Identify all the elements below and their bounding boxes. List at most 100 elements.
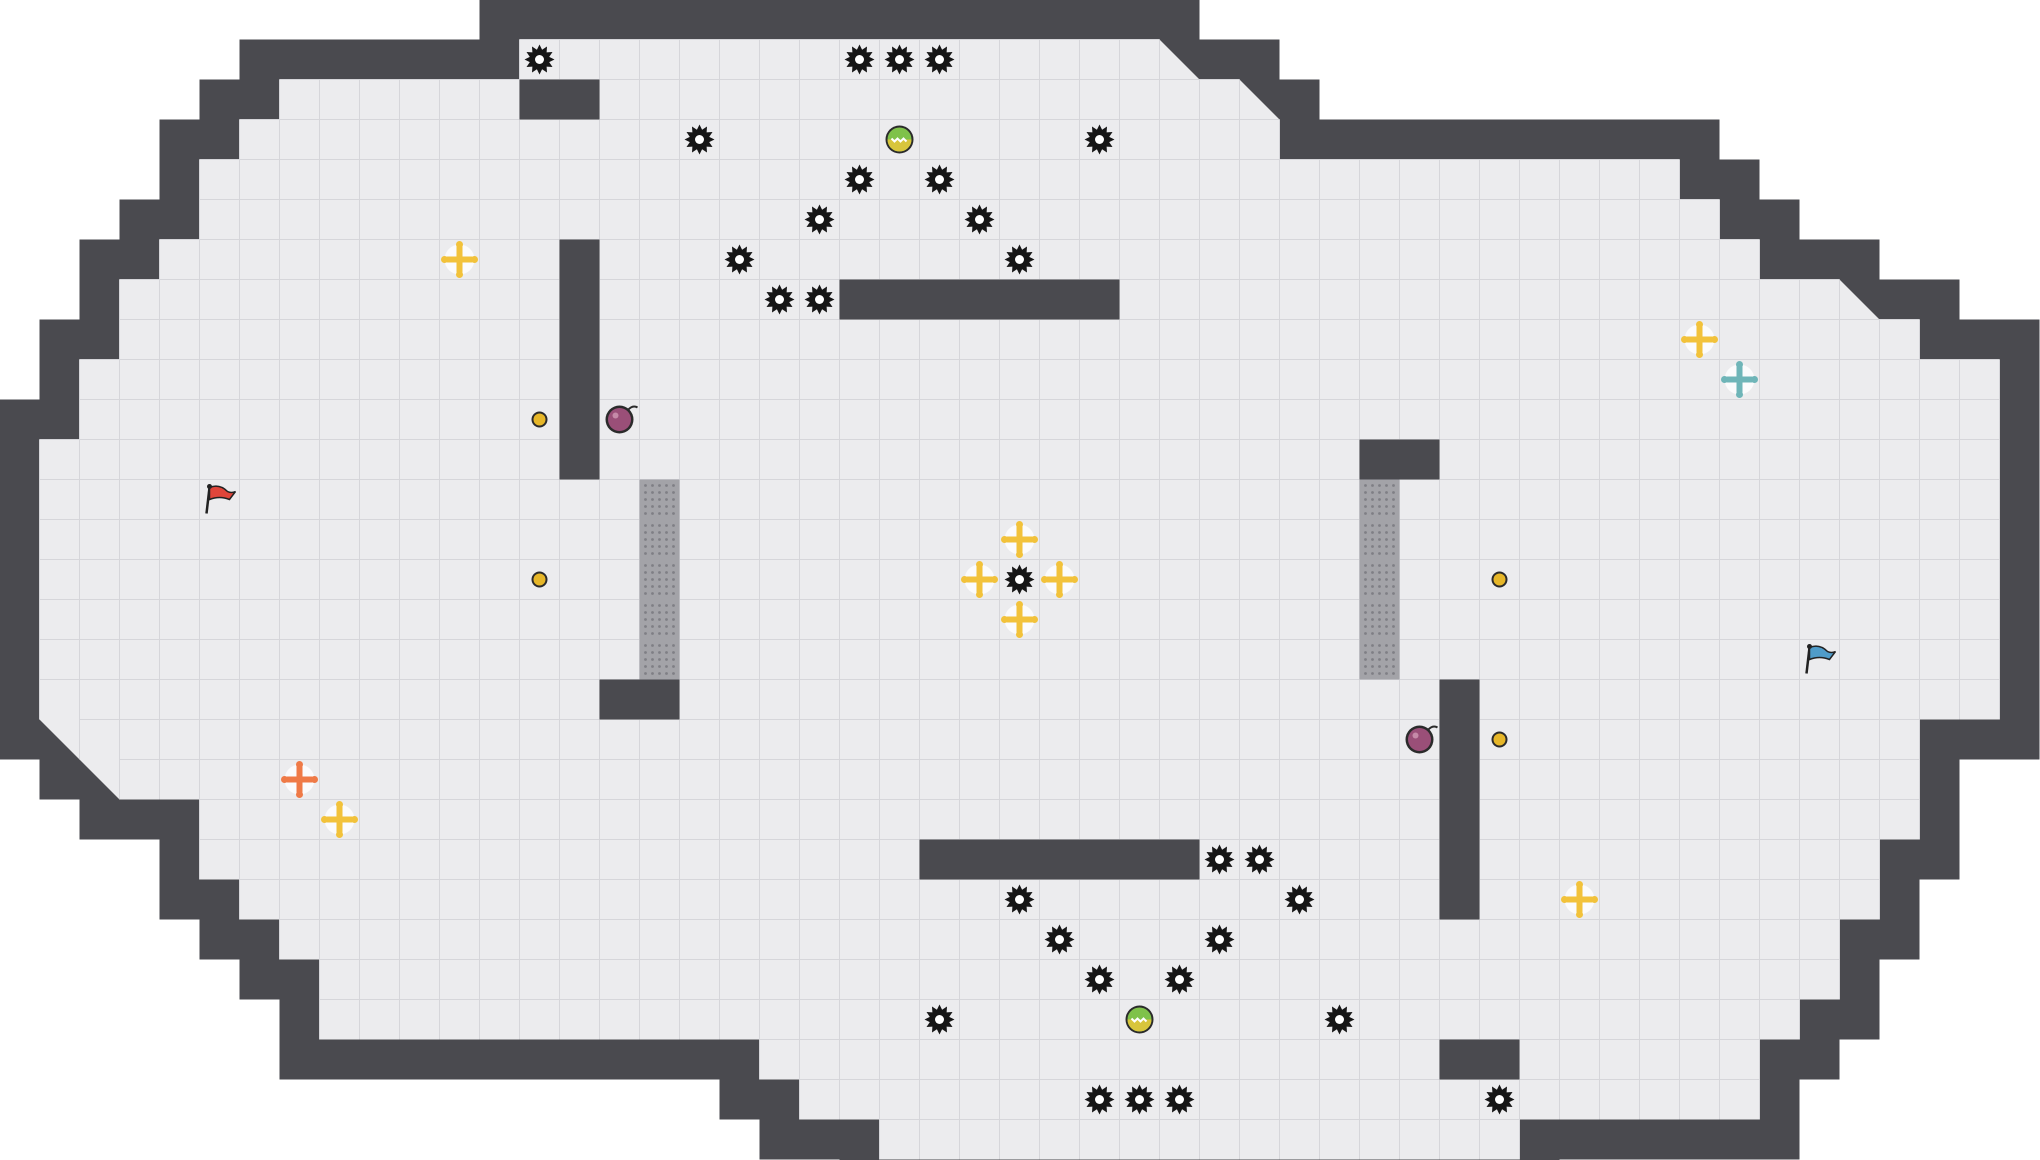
spike-icon <box>1484 1084 1515 1115</box>
spike-icon <box>524 44 555 75</box>
spike-center <box>975 215 984 224</box>
boost-icon <box>1001 521 1038 558</box>
boost-icon <box>1001 601 1038 638</box>
bomb-fuse <box>1426 725 1439 732</box>
gate-dot <box>672 512 675 515</box>
boost-icon <box>321 801 358 838</box>
button-icon <box>531 571 548 588</box>
gate-dot <box>1378 564 1381 567</box>
boost-tip <box>311 776 318 783</box>
spike-center <box>735 255 744 264</box>
gate-dot <box>651 651 654 654</box>
bomb-shine <box>1412 732 1419 739</box>
bomb-shine <box>612 412 619 419</box>
boost-tip <box>1031 616 1038 623</box>
gate-dot <box>1364 531 1367 534</box>
gate-dot <box>658 524 661 527</box>
gate-dot <box>644 571 647 574</box>
gate-dot <box>665 552 668 555</box>
gate-dot <box>1392 644 1395 647</box>
gate-dot <box>651 491 654 494</box>
gate-dot <box>1385 498 1388 501</box>
floor-row <box>119 319 1920 360</box>
gate-dot <box>1385 524 1388 527</box>
gate-dot <box>672 564 675 567</box>
gate-dot <box>644 604 647 607</box>
gate-dot <box>1371 538 1374 541</box>
gate-dot <box>672 484 675 487</box>
bomb-fuse <box>626 405 639 412</box>
spike-icon <box>1124 1084 1155 1115</box>
floor-diagonal <box>1919 359 1960 400</box>
spike-center <box>855 55 864 64</box>
gate-dot <box>644 592 647 595</box>
gate-dot <box>1371 491 1374 494</box>
gate-dot <box>1378 651 1381 654</box>
floor-row <box>239 879 1880 920</box>
gate-dot <box>672 505 675 508</box>
red-boost-icon <box>281 761 318 798</box>
gate-dot <box>1392 512 1395 515</box>
gate-dot <box>1385 564 1388 567</box>
floor-row <box>199 799 1920 840</box>
gate-dot <box>1371 545 1374 548</box>
boost-tip <box>976 561 983 568</box>
gate-dot <box>651 658 654 661</box>
gate-dot <box>1392 571 1395 574</box>
gate-dot <box>658 644 661 647</box>
gate-dot <box>651 625 654 628</box>
gate-dot <box>651 538 654 541</box>
gate-dot <box>1392 552 1395 555</box>
gate-dot <box>658 658 661 661</box>
gate-dot <box>1385 618 1388 621</box>
boost-tip <box>321 816 328 823</box>
gate-dot <box>1385 585 1388 588</box>
gate-tile <box>1359 519 1400 560</box>
gate-dot <box>1364 651 1367 654</box>
boost-tip <box>1561 896 1568 903</box>
floor-diagonal <box>39 719 80 760</box>
gate-dot <box>1378 498 1381 501</box>
inner-walls <box>519 79 1520 1080</box>
gate-dot <box>672 625 675 628</box>
gates <box>639 479 1400 680</box>
boost-tip <box>336 831 343 838</box>
gate-dot <box>1364 592 1367 595</box>
gate-dot <box>644 658 647 661</box>
gate-dot <box>1364 578 1367 581</box>
boost-tip <box>1696 351 1703 358</box>
gate-dot <box>665 571 668 574</box>
inner-wall <box>599 679 680 720</box>
boost-tip <box>1056 561 1063 568</box>
gate-dot <box>644 585 647 588</box>
gate-dot <box>651 578 654 581</box>
spike-center <box>1175 1095 1184 1104</box>
gate-dot <box>665 578 668 581</box>
gate-dot <box>644 531 647 534</box>
bomb-icon <box>1405 725 1439 754</box>
gate-dot <box>658 625 661 628</box>
gate-dot <box>665 618 668 621</box>
gate-dot <box>1364 672 1367 675</box>
gate-dot <box>665 611 668 614</box>
spike-icon <box>684 124 715 155</box>
gate-dot <box>651 611 654 614</box>
powerup-icon <box>1125 1005 1154 1034</box>
gate-dot <box>1385 578 1388 581</box>
boost-tip <box>1736 391 1743 398</box>
gate-dot <box>665 498 668 501</box>
gate-dot <box>1364 545 1367 548</box>
gate-dot <box>665 644 668 647</box>
gate-dot <box>651 571 654 574</box>
gate-dot <box>672 552 675 555</box>
gate-dot <box>665 531 668 534</box>
gate-dot <box>665 592 668 595</box>
gate-dot <box>658 618 661 621</box>
gate-dot <box>1364 524 1367 527</box>
floor-row <box>39 479 2000 520</box>
gate-dot <box>1385 484 1388 487</box>
inner-wall <box>519 79 600 120</box>
boost-tip <box>1041 576 1048 583</box>
gate-dot <box>644 564 647 567</box>
gate-dot <box>644 672 647 675</box>
